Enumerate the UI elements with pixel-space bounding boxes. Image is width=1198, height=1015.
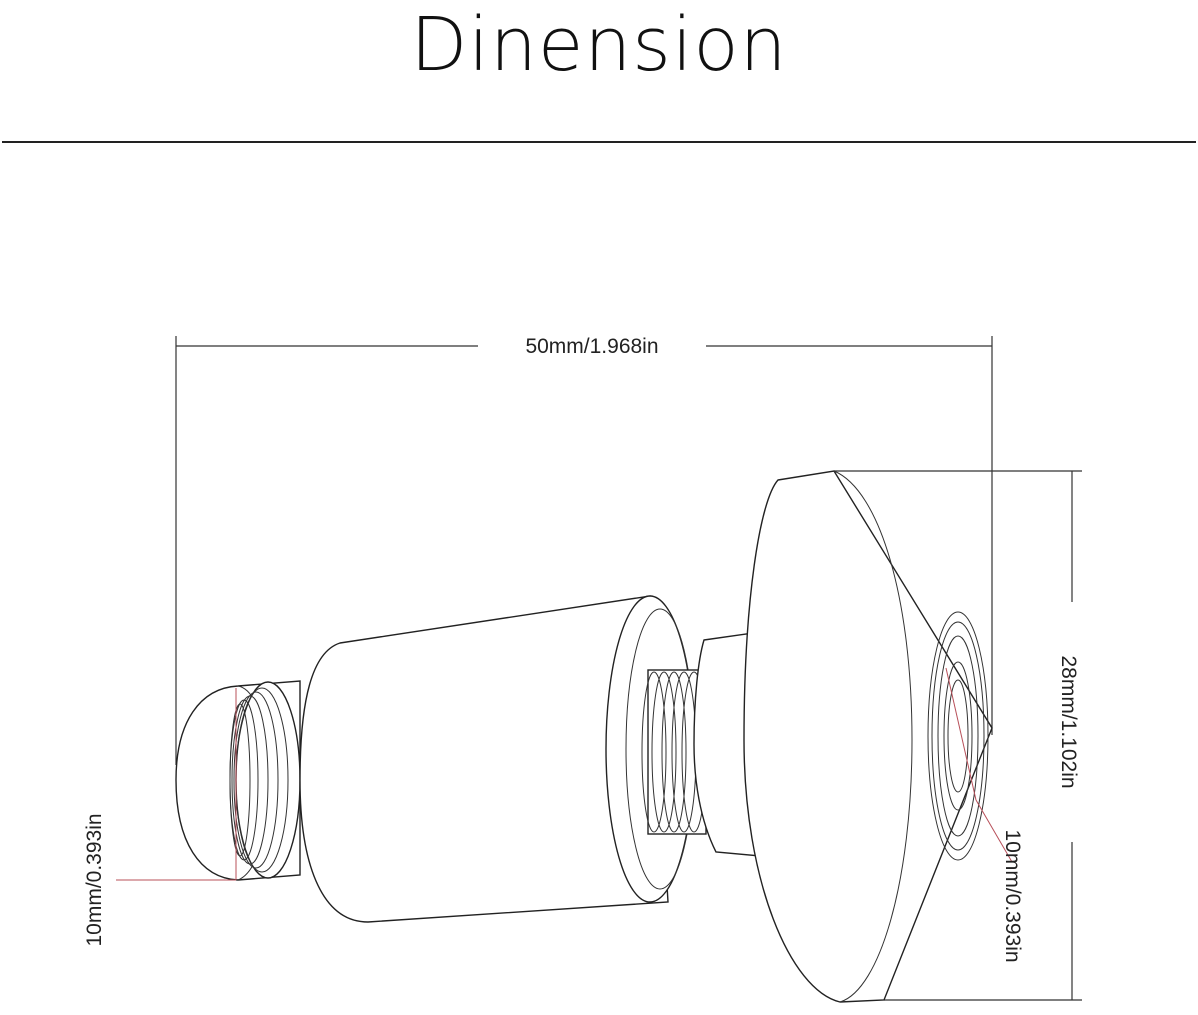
cylinder-body <box>299 595 695 923</box>
page-title: Dinension <box>410 2 788 88</box>
cone-head <box>743 470 993 1003</box>
left-thread-label: 10mm/0.393in <box>83 813 106 946</box>
height-dimension: 28mm/1.102in <box>834 470 1082 1001</box>
left-thread <box>229 681 301 879</box>
height-label: 28mm/1.102in <box>1057 655 1080 788</box>
red-leader-lines <box>116 667 1013 881</box>
length-dimension: 50mm/1.968in <box>175 335 993 765</box>
collar <box>693 631 761 857</box>
right-hole-label: 10mm/0.393in <box>1001 829 1024 962</box>
title-divider <box>2 141 1196 143</box>
length-label: 50mm/1.968in <box>525 335 658 358</box>
